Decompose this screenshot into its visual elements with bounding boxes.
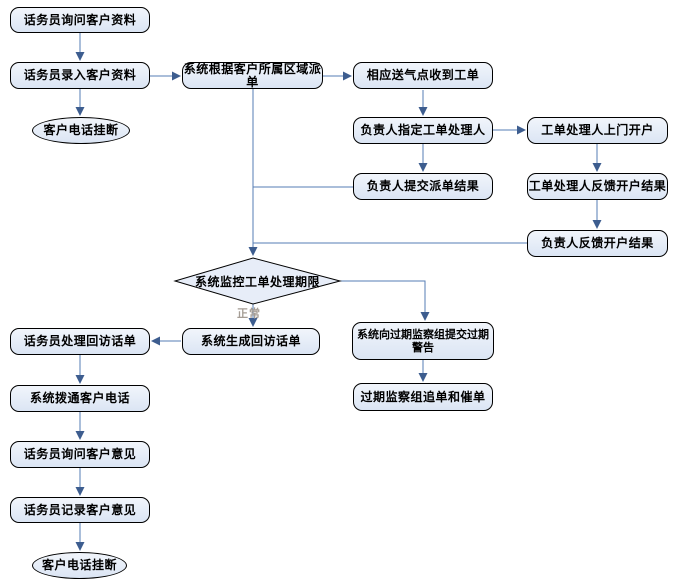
node-overdue-group-chase: 过期监察组追单和催单	[353, 383, 493, 411]
node-ask-customer-info: 话务员询问客户资料	[10, 7, 150, 33]
node-assign-order-handler: 负责人指定工单处理人	[353, 117, 493, 144]
node-enter-customer-info: 话务员录入客户资料	[10, 62, 150, 89]
node-customer-hangup-bottom: 客户电话挂断	[32, 552, 127, 579]
node-submit-overdue-warning: 系统向过期监察组提交过期警告	[352, 322, 494, 360]
node-handle-callback-ticket: 话务员处理回访话单	[10, 328, 150, 355]
node-submit-dispatch-result: 负责人提交派单结果	[353, 173, 493, 200]
node-generate-callback-ticket: 系统生成回访话单	[182, 328, 320, 355]
edge-decision-to-overduewarning	[340, 280, 430, 321]
edge-label-normal: 正常	[237, 307, 261, 320]
node-handler-onsite-open-account: 工单处理人上门开户	[527, 117, 668, 144]
node-gas-point-receives-order: 相应送气点收到工单	[353, 62, 493, 89]
decision-diamond-shape	[173, 257, 342, 305]
node-record-customer-opinion: 话务员记录客户意见	[10, 497, 150, 523]
node-monitor-deadline-decision: 系统监控工单处理期限	[194, 274, 320, 289]
node-ask-customer-opinion: 话务员询问客户意见	[10, 441, 150, 468]
node-manager-feedback-result: 负责人反馈开户结果	[527, 230, 668, 257]
node-handler-feedback-result: 工单处理人反馈开户结果	[527, 173, 668, 200]
node-dispatch-by-region: 系统根据客户所属区域派单	[182, 61, 323, 89]
node-dial-customer-phone: 系统拨通客户电话	[10, 385, 150, 412]
node-customer-hangup-top: 客户电话挂断	[32, 117, 130, 144]
